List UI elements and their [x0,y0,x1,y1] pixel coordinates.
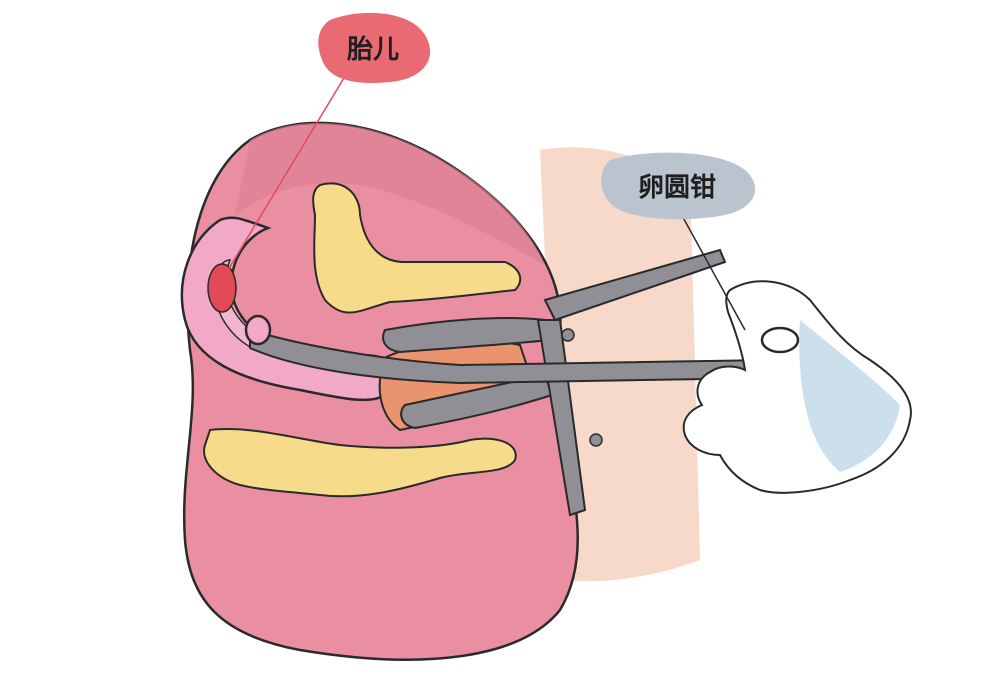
speculum-upper-arm [543,248,727,322]
ring-forceps-tip [244,314,272,346]
glove-shadow [799,320,900,472]
ring-forceps-leader-line [679,211,746,331]
fetus-label-bubble [318,12,431,83]
speculum-screw-top [561,328,575,342]
fetus-label: 胎儿 [346,34,399,65]
upper-fat-pad [312,182,522,314]
speculum-lower-blade [400,373,554,430]
ring-forceps-label-bubble [601,152,756,220]
lower-fat-pad [203,428,517,498]
speculum-screw-bottom [589,433,603,447]
ring-forceps-label: 卵圆钳 [638,172,716,203]
fetus [207,263,237,313]
fetus-leader-line [224,67,351,276]
speculum-upper-blade [382,317,552,354]
ring-forceps-handle-loop [760,326,800,354]
abdominal-wall [235,122,545,266]
